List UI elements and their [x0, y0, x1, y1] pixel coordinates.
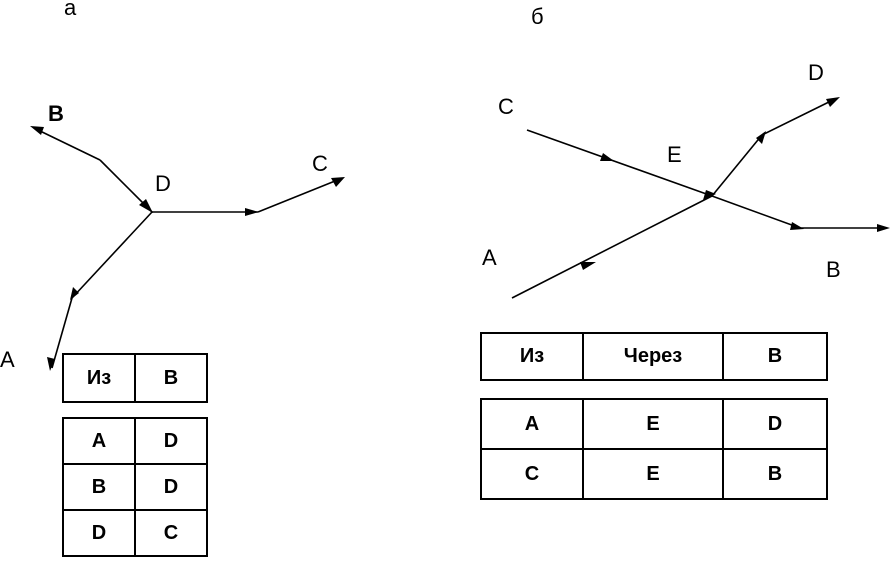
table-row: В D — [62, 463, 208, 511]
panel-b-arrowheads — [580, 97, 890, 270]
panel-a-edge-d-a — [51, 211, 153, 369]
panel-b-edge-a-e — [511, 195, 713, 299]
table-row: А D — [62, 417, 208, 465]
panel-a-node-b-label: В — [48, 101, 64, 126]
table-row: А Е D — [480, 398, 828, 450]
panel-a-node-c-label: С — [312, 151, 328, 176]
panel-b-edge-c-e — [526, 129, 713, 197]
arrowhead-b-mid-ed — [756, 131, 766, 144]
panel-b-cell: D — [722, 398, 828, 450]
arrowhead-a-to-b — [30, 126, 44, 135]
panel-b-caption: б — [531, 4, 544, 29]
panel-a-arrowheads — [30, 126, 345, 371]
panel-a-cell: А — [62, 417, 136, 465]
arrowhead-b-mid-ce — [600, 153, 614, 161]
table-row: С Е В — [480, 448, 828, 500]
arrowhead-b-into-e — [703, 190, 716, 200]
panel-b-node-e-label: Е — [667, 142, 682, 167]
panel-b-header-table: Из Через В — [480, 332, 828, 381]
panel-a-edge-d-c — [152, 178, 341, 213]
panel-b-cell: Е — [582, 448, 724, 500]
panel-b-header-from: Из — [480, 332, 584, 381]
panel-a-header-to: В — [134, 353, 208, 403]
panel-b-node-a-label: А — [482, 245, 497, 270]
arrowhead-a-to-c — [331, 177, 345, 187]
panel-b-cell: С — [480, 448, 584, 500]
panel-b-cell: А — [480, 398, 584, 450]
panel-b-header-via: Через — [582, 332, 724, 381]
panel-b-header-to: В — [722, 332, 828, 381]
panel-a-header-table: Из В — [62, 353, 208, 403]
arrowhead-b-to-b — [877, 224, 890, 232]
panel-a-cell: D — [134, 463, 208, 511]
arrowhead-a-to-a — [47, 357, 55, 371]
panel-a-cell: D — [62, 509, 136, 557]
panel-b-routing-table: А Е D С Е В — [480, 398, 828, 500]
panel-b-node-d-label: D — [808, 60, 824, 85]
panel-b-node-b-label: В — [826, 257, 841, 282]
table-row: D С — [62, 509, 208, 557]
panel-a-edge-b-d — [37, 129, 153, 213]
panel-a-cell: С — [134, 509, 208, 557]
arrowhead-b-to-d — [826, 97, 840, 107]
panel-a-cell: D — [134, 417, 208, 465]
panel-b-cell: В — [722, 448, 828, 500]
panel-b-edge-e-d — [711, 98, 836, 197]
arrowhead-a-into-d — [139, 199, 153, 213]
panel-a-routing-table: А D В D D С — [62, 417, 208, 557]
arrowhead-a-mid-dc — [245, 208, 259, 216]
panel-a-node-a-label: А — [0, 347, 15, 372]
panel-b-node-c-label: С — [498, 94, 514, 119]
arrowhead-b-mid-eb — [790, 222, 804, 230]
panel-a-cell: В — [62, 463, 136, 511]
panel-b-edge-e-b — [711, 195, 885, 229]
arrowhead-a-mid-da — [70, 287, 79, 300]
arrowhead-b-mid-ae — [580, 262, 596, 270]
panel-a-node-d-label: D — [155, 171, 171, 196]
panel-b-cell: Е — [582, 398, 724, 450]
panel-a-header-from: Из — [62, 353, 136, 403]
panel-a-caption: а — [64, 0, 77, 20]
